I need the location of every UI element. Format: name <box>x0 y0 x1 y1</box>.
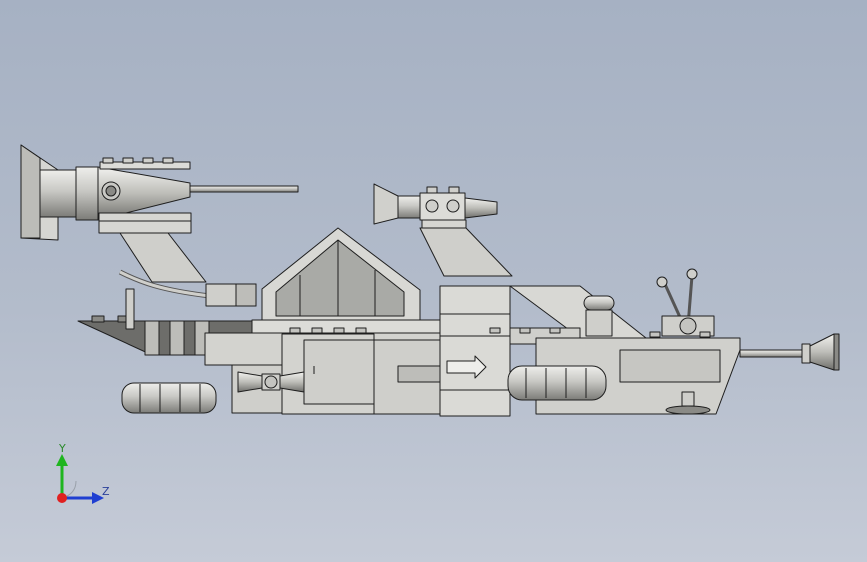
center-strut <box>419 227 513 277</box>
left-strut <box>119 232 207 283</box>
rear-boom <box>739 333 840 371</box>
z-axis-label: Z <box>102 485 110 498</box>
top-dome <box>583 295 615 337</box>
x-axis-icon <box>57 493 67 503</box>
control-levers <box>656 268 715 337</box>
left-missile-launcher <box>20 144 299 241</box>
side-thruster <box>237 371 305 393</box>
cockpit-canopy <box>261 227 421 321</box>
center-missile-launcher <box>373 183 498 229</box>
left-engine-nacelle <box>121 382 217 414</box>
triad-axes-icon <box>56 454 104 504</box>
center-engine-nacelle <box>507 365 607 401</box>
reference-triad: Y Z <box>40 436 130 516</box>
y-axis-label: Y <box>59 442 66 455</box>
landing-foot <box>665 391 711 415</box>
